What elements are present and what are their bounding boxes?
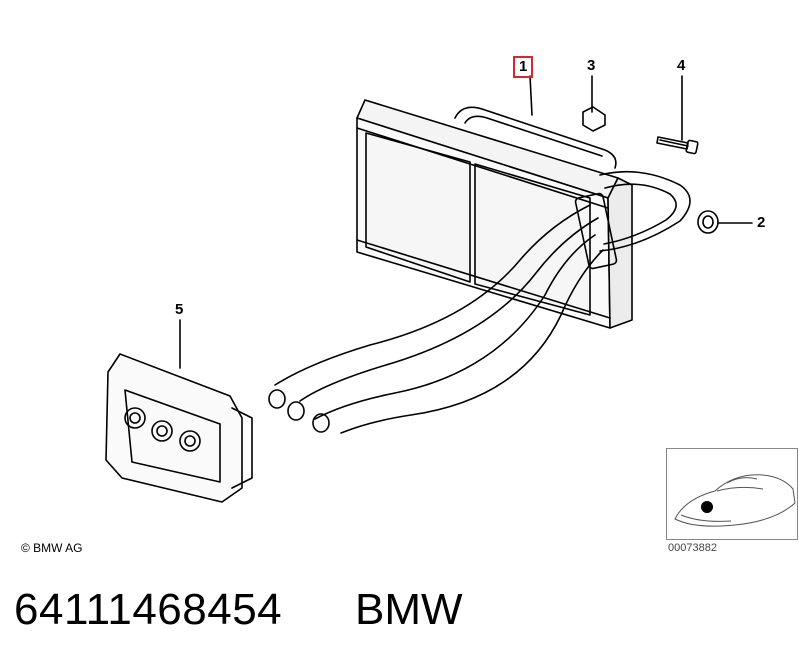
callout-2[interactable]: 2 [757, 214, 766, 231]
leader-line-1 [529, 75, 533, 116]
seal-ring[interactable] [697, 210, 719, 234]
callout-4[interactable]: 4 [677, 57, 686, 74]
cover-plate[interactable] [105, 353, 253, 503]
part-number: 64111468454 [14, 585, 283, 634]
tube-assembly[interactable] [268, 170, 691, 434]
heater-core[interactable] [356, 99, 633, 329]
screw[interactable] [656, 136, 699, 155]
clip-nut[interactable] [582, 106, 606, 132]
callout-5[interactable]: 5 [175, 301, 184, 318]
car-silhouette-icon [674, 474, 796, 527]
callout-1[interactable]: 1 [512, 56, 534, 78]
copyright-text: © BMW AG [21, 541, 83, 555]
vehicle-location-thumbnail [666, 448, 798, 540]
callout-3[interactable]: 3 [587, 57, 596, 74]
reference-code: 00073882 [668, 542, 717, 554]
brand-name: BMW [355, 585, 463, 634]
